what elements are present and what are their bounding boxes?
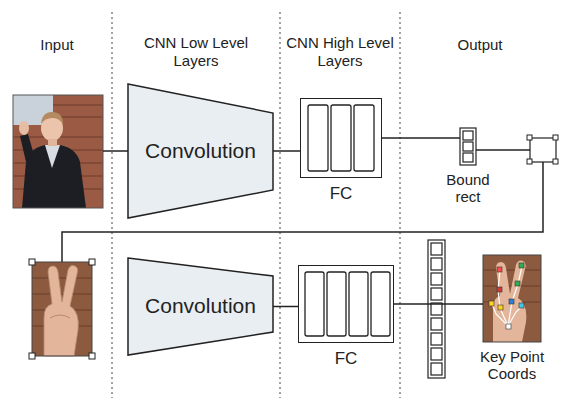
fc-layer-bars [308, 105, 374, 171]
block-label: FC [298, 349, 394, 369]
column-heading: Input [12, 36, 102, 54]
fc-outline [300, 98, 382, 178]
column-heading: CNN Low Level Layers [121, 34, 271, 70]
block-label: Bound rect [436, 171, 500, 206]
convolution-block: Convolution [128, 258, 273, 355]
block-title: Convolution [145, 139, 256, 163]
connector [273, 150, 300, 152]
convolution-block: Convolution [128, 84, 273, 218]
fc-block: FC [298, 265, 394, 369]
bounding-rect-icon [527, 135, 558, 164]
trapezoid-shape [128, 258, 273, 355]
trapezoid-shape [128, 84, 273, 218]
output-shape [483, 255, 541, 342]
connector [273, 306, 298, 308]
fc-block: FC [300, 98, 382, 204]
wire [103, 150, 128, 152]
keypoint-photo [483, 255, 541, 342]
block-label: Key Point Coords [469, 348, 555, 383]
output-vector: Bound rect [436, 128, 500, 206]
output-vector [428, 240, 445, 378]
fc-layer-bars [305, 272, 390, 336]
column-separator [112, 12, 400, 398]
connector [382, 137, 460, 139]
hand-crop-photo [29, 259, 95, 359]
connector [394, 303, 483, 305]
column-heading: CNN High Level Layers [283, 34, 397, 70]
output-shape [460, 128, 476, 165]
block-title: Convolution [145, 294, 256, 318]
block-label: FC [300, 184, 382, 204]
fc-outline [298, 265, 394, 343]
output-vector [460, 128, 476, 165]
column-heading: Output [430, 36, 530, 54]
input-photo [13, 95, 103, 208]
keypoint-output: Key Point Coords [469, 255, 555, 383]
